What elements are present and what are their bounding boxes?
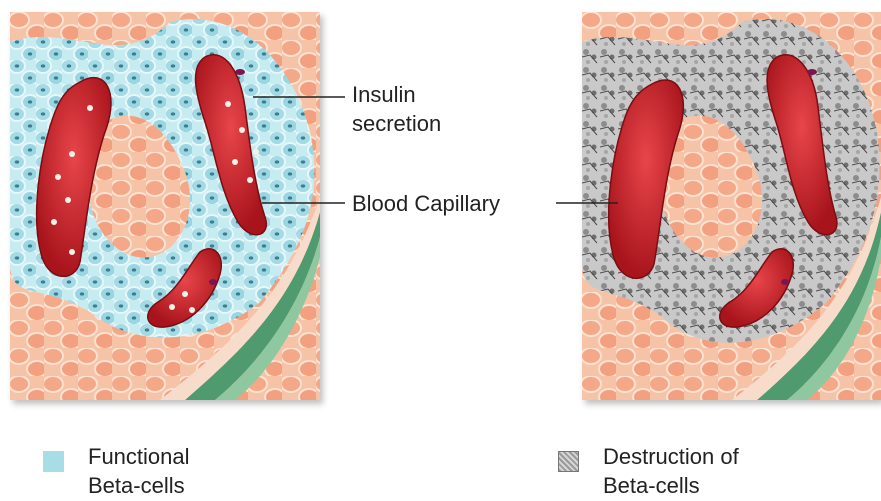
destruction-legend-line1: Destruction of bbox=[603, 442, 739, 471]
functional-legend-label: Functional Beta-cells bbox=[88, 442, 190, 500]
insulin-secretion-label: Insulin secretion bbox=[352, 80, 441, 138]
blood-capillary-label: Blood Capillary bbox=[352, 189, 500, 218]
functional-legend-swatch bbox=[43, 451, 64, 472]
functional-legend-line2: Beta-cells bbox=[88, 471, 190, 500]
insulin-label-line1: Insulin bbox=[352, 80, 441, 109]
destruction-legend-line2: Beta-cells bbox=[603, 471, 739, 500]
functional-legend-line1: Functional bbox=[88, 442, 190, 471]
destruction-legend-swatch bbox=[558, 451, 579, 472]
destruction-legend-label: Destruction of Beta-cells bbox=[603, 442, 739, 500]
insulin-label-line2: secretion bbox=[352, 109, 441, 138]
